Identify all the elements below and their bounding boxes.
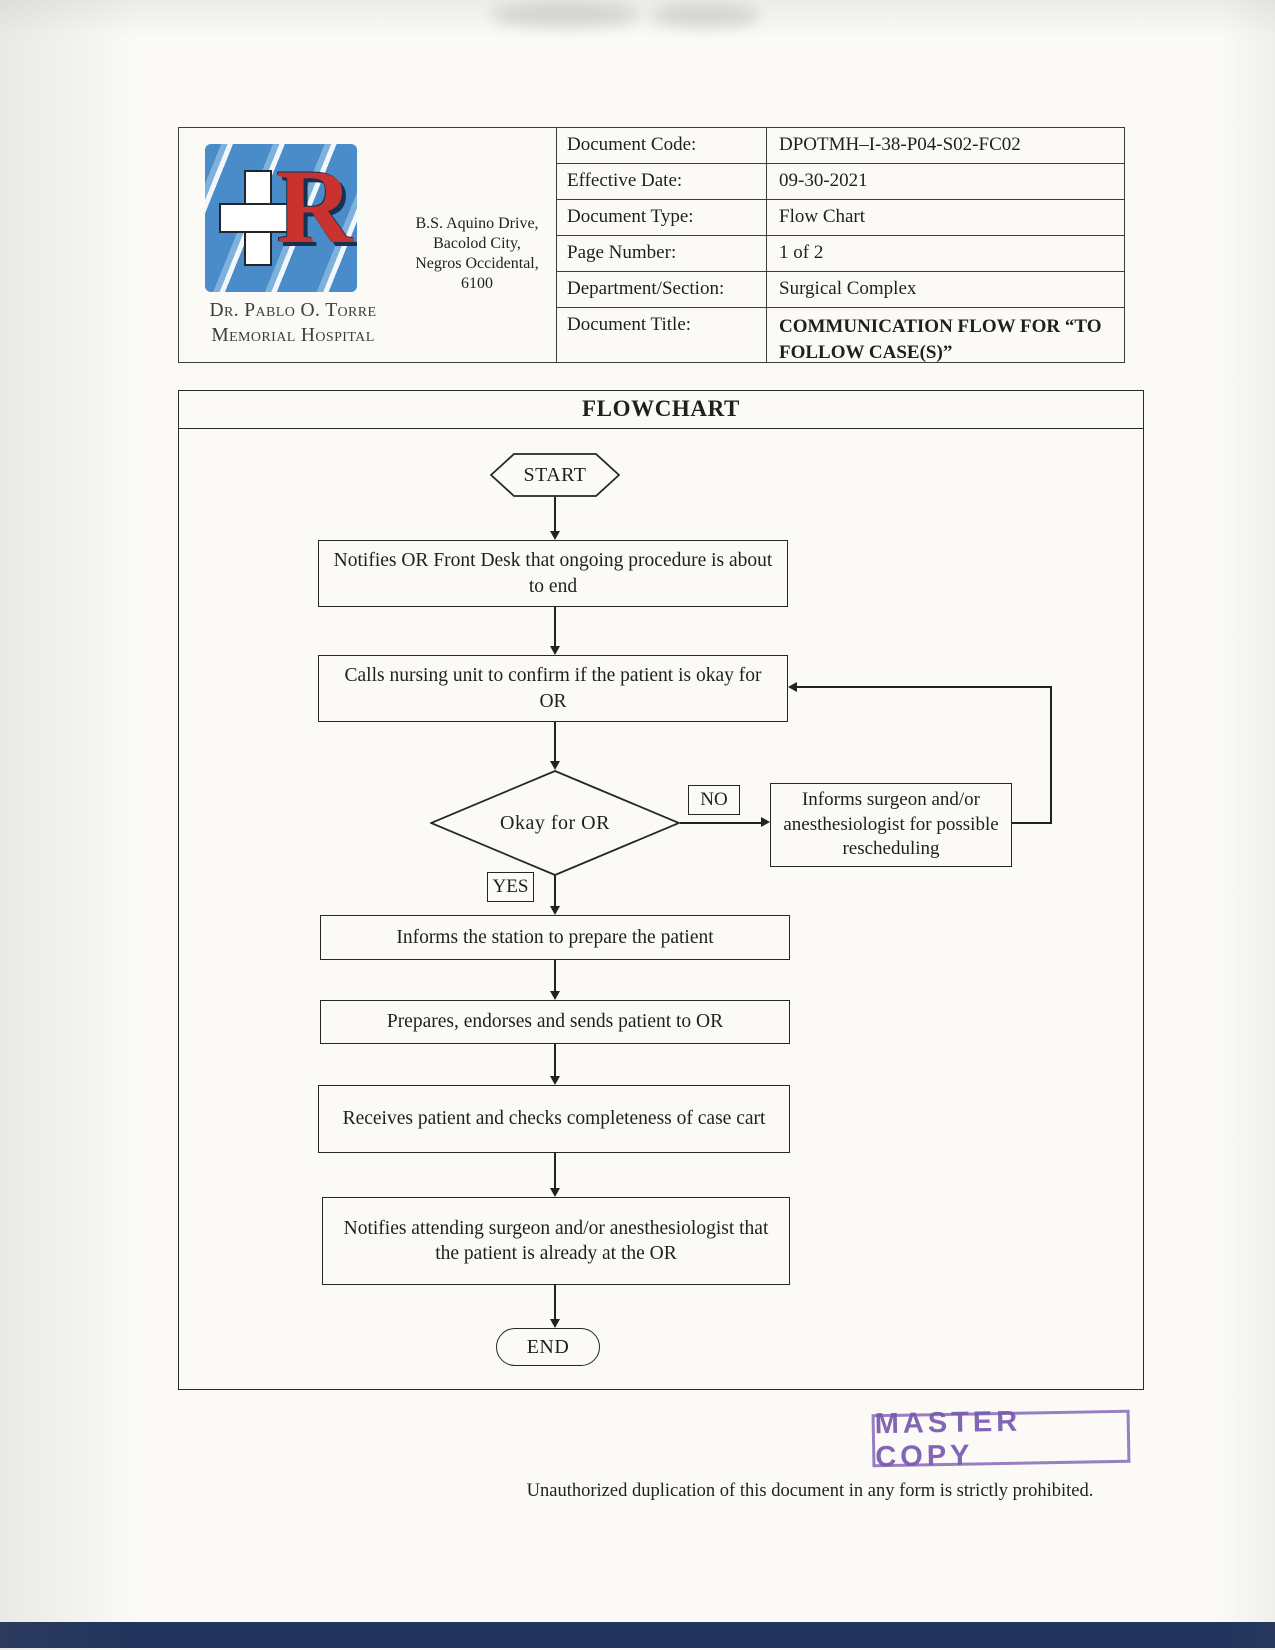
node-call-nursing: Calls nursing unit to confirm if the pat… — [318, 655, 788, 722]
field-value: Surgical Complex — [779, 278, 917, 299]
document-meta-grid: Document Code: DPOTMH–I-38-P04-S02-FC02 … — [556, 128, 1124, 363]
scan-smudge — [650, 4, 760, 28]
field-label: Department/Section: — [557, 272, 767, 307]
end-node: END — [496, 1328, 600, 1366]
arrow-down-icon — [550, 991, 560, 1000]
hexagon-shape — [490, 453, 620, 497]
connector-line — [797, 686, 1052, 688]
connector-line — [554, 875, 556, 906]
arrow-left-icon — [788, 682, 797, 692]
flowchart-panel: FLOWCHART — [178, 390, 1144, 1390]
connector-line — [554, 497, 556, 531]
medical-cross-icon — [219, 170, 297, 266]
meta-row-department: Department/Section: Surgical Complex — [557, 272, 1124, 308]
scan-smudge — [490, 2, 640, 28]
connector-line — [554, 1153, 556, 1188]
hospital-address: B.S. Aquino Drive, Bacolod City, Negros … — [415, 215, 539, 292]
hospital-identity-cell: R Dr. Pablo O. Torre Memorial Hospital B… — [179, 128, 556, 362]
field-value: Flow Chart — [779, 206, 866, 227]
hospital-logo: R — [205, 144, 357, 292]
field-value: 09-30-2021 — [779, 170, 868, 191]
node-prepare-station: Informs the station to prepare the patie… — [320, 915, 790, 960]
node-send-patient: Prepares, endorses and sends patient to … — [320, 1000, 790, 1044]
field-label: Document Type: — [557, 200, 767, 235]
node-reschedule: Informs surgeon and/or anesthesiologist … — [770, 783, 1012, 867]
connector-line — [554, 722, 556, 761]
hospital-name-line1: Dr. Pablo O. Torre — [209, 300, 377, 321]
connector-line — [554, 960, 556, 991]
connector-line — [554, 1044, 556, 1076]
field-label: Page Number: — [557, 236, 767, 271]
field-label: Document Code: — [557, 128, 767, 163]
document-header-table: R Dr. Pablo O. Torre Memorial Hospital B… — [178, 127, 1125, 363]
document-title-value: COMMUNICATION FLOW FOR “TO FOLLOW CASE(S… — [779, 316, 1102, 363]
meta-row-document-title: Document Title: COMMUNICATION FLOW FOR “… — [557, 308, 1124, 363]
footer-note: Unauthorized duplication of this documen… — [526, 1481, 1094, 1501]
start-label: START — [523, 463, 587, 486]
arrow-down-icon — [550, 1319, 560, 1328]
connector-line — [1012, 822, 1052, 824]
yes-branch-label: YES — [487, 872, 534, 902]
no-branch-label: NO — [688, 785, 740, 815]
arrow-down-icon — [550, 906, 560, 915]
arrow-down-icon — [550, 1076, 560, 1085]
start-node: START — [490, 453, 620, 497]
field-label: Document Title: — [557, 308, 767, 362]
field-value: DPOTMH–I-38-P04-S02-FC02 — [779, 134, 1021, 155]
decision-okay-for-or: Okay for OR — [430, 770, 680, 876]
hospital-name: Dr. Pablo O. Torre Memorial Hospital — [183, 298, 403, 349]
field-value: 1 of 2 — [779, 242, 824, 263]
field-label: Effective Date: — [557, 164, 767, 199]
node-notify-surgeon: Notifies attending surgeon and/or anesth… — [322, 1197, 790, 1285]
decision-label: Okay for OR — [500, 811, 610, 834]
meta-row-document-code: Document Code: DPOTMH–I-38-P04-S02-FC02 — [557, 128, 1124, 164]
arrow-right-icon — [761, 817, 770, 827]
connector-line — [680, 822, 761, 824]
arrow-down-icon — [550, 1188, 560, 1197]
meta-row-document-type: Document Type: Flow Chart — [557, 200, 1124, 236]
logo-letter: R — [276, 148, 353, 265]
connector-line — [554, 607, 556, 646]
connector-line — [1050, 687, 1052, 824]
master-copy-stamp: MASTER COPY — [871, 1405, 1131, 1473]
flowchart-title: FLOWCHART — [179, 391, 1143, 429]
hospital-name-line2: Memorial Hospital — [211, 325, 375, 347]
scan-bottom-strip — [0, 1622, 1275, 1648]
node-receive-patient: Receives patient and checks completeness… — [318, 1085, 790, 1153]
meta-row-page-number: Page Number: 1 of 2 — [557, 236, 1124, 272]
meta-row-effective-date: Effective Date: 09-30-2021 — [557, 164, 1124, 200]
arrow-down-icon — [550, 761, 560, 770]
arrow-down-icon — [550, 531, 560, 540]
arrow-down-icon — [550, 646, 560, 655]
connector-line — [554, 1285, 556, 1319]
node-notify-frontdesk: Notifies OR Front Desk that ongoing proc… — [318, 540, 788, 607]
